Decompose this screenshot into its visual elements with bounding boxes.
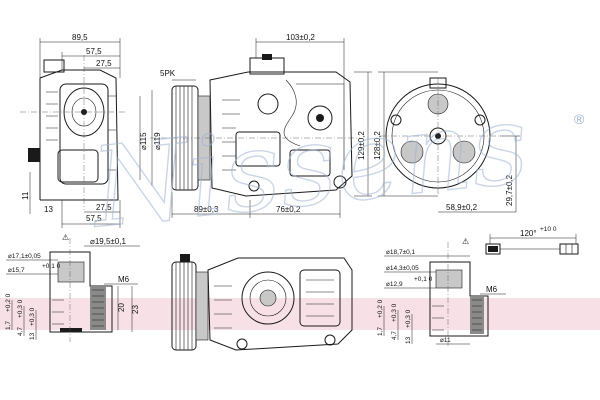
dim-detail-left-v1: 1,7: [5, 321, 12, 330]
dim-detail-left-v3-tol: +0,3 0: [29, 307, 36, 326]
dim-detail-right-v1-tol: +0,2 0: [377, 299, 384, 318]
dim-detail-left-v1-tol: +0,2 0: [5, 293, 12, 312]
watermark-text: Nissens: [83, 79, 534, 252]
watermark-registered-mark: ®: [574, 111, 585, 127]
detail-left-symbol: ⚠: [62, 233, 69, 242]
dim-detail-right-v2: 4,7: [391, 331, 398, 340]
dim-side-pulley-type: 5PK: [160, 69, 176, 78]
connector: 120° +10 0: [485, 226, 579, 255]
dim-side-pulley-dia-outer: ⌀119: [153, 132, 162, 150]
dim-detail-left-v2: 4,7: [17, 327, 24, 336]
dim-connector-angle: 120°: [520, 229, 537, 238]
dim-detail-right-dia-small: ⌀11: [440, 337, 451, 344]
dim-end-height: 128±0,2: [373, 131, 382, 160]
dim-detail-right-v1: 1,7: [377, 327, 384, 336]
detail-right-symbol: ⚠: [462, 237, 469, 246]
detail-right-dimensions: ⌀18,7±0,1 ⌀14,3±0,05 ⌀12,9 +0,1 0 M6 ⌀11…: [377, 249, 506, 345]
front-view: [20, 55, 125, 210]
dim-detail-left-v3: 13: [29, 332, 36, 340]
dim-detail-left-dia-b: ⌀15,7: [8, 267, 25, 274]
dim-side-pulley-dia-inner: ⌀115: [139, 132, 148, 150]
dim-end-port-offset-x: 58,9±0,2: [446, 203, 478, 212]
dim-detail-left-depth-b: 23: [131, 305, 140, 314]
end-view: [380, 77, 500, 196]
dim-detail-right-v2-tol: +0,3 0: [391, 303, 398, 322]
end-view-dimensions: 128±0,2 29,7±0,2 58,9±0,2: [373, 71, 520, 213]
dim-detail-left-dia-big: ⌀19,5±0,1: [90, 237, 126, 246]
dim-detail-right-dia-b-tol: +0,1 0: [414, 276, 433, 283]
dim-side-length-right: 76±0,2: [276, 205, 301, 214]
bottom-side-view: [171, 254, 353, 351]
dim-front-bottom-inner: 27,5: [96, 203, 112, 212]
dim-detail-right-v3: 13: [405, 336, 412, 344]
dim-detail-right-thread: M6: [486, 285, 498, 294]
dim-end-port-offset-y: 29,7±0,2: [505, 174, 514, 206]
front-view-dimensions: 89,5 57,5 27,5 11 13 27,5 57,5: [21, 33, 121, 228]
dim-side-height-right: 129±0,2: [357, 131, 366, 160]
dim-detail-left-depth-a: 20: [117, 303, 126, 312]
dim-detail-right-dia-big: ⌀18,7±0,1: [386, 249, 416, 256]
dim-front-bottom-outer: 57,5: [86, 214, 102, 223]
side-view: [150, 54, 360, 197]
dim-connector-angle-tol: +10 0: [540, 226, 557, 233]
dim-detail-left-dia-a: ⌀17,1±0,05: [8, 253, 41, 260]
dim-detail-left-thread: M6: [118, 275, 130, 284]
dim-front-height-b: 13: [44, 205, 53, 214]
dim-front-width-mid: 57,5: [86, 47, 102, 56]
side-view-dimensions: 103±0,2 5PK ⌀119 ⌀115 129±0,2 89±0,3 76±…: [139, 33, 372, 218]
dim-detail-left-v2-tol: +0,3 0: [17, 299, 24, 318]
dim-detail-right-dia-b: ⌀12,9: [386, 281, 403, 288]
dim-side-top-length: 103±0,2: [286, 33, 315, 42]
detail-left: ⚠: [49, 233, 113, 342]
dim-detail-left-dia-b-tol: +0,1 0: [42, 263, 61, 270]
dim-detail-right-dia-a: ⌀14,3±0,05: [386, 265, 419, 272]
dim-front-height-a: 11: [21, 191, 30, 200]
detail-right: ⚠: [429, 237, 489, 346]
dim-front-width-outer: 89,5: [72, 33, 88, 42]
dim-front-width-inner: 27,5: [96, 59, 112, 68]
dim-side-length-left: 89±0,3: [194, 205, 219, 214]
detail-left-dimensions: ⌀19,5±0,1 ⌀17,1±0,05 ⌀15,7 +0,1 0 M6 20 …: [5, 237, 140, 340]
dim-detail-right-v3-tol: +0,3 0: [405, 309, 412, 328]
